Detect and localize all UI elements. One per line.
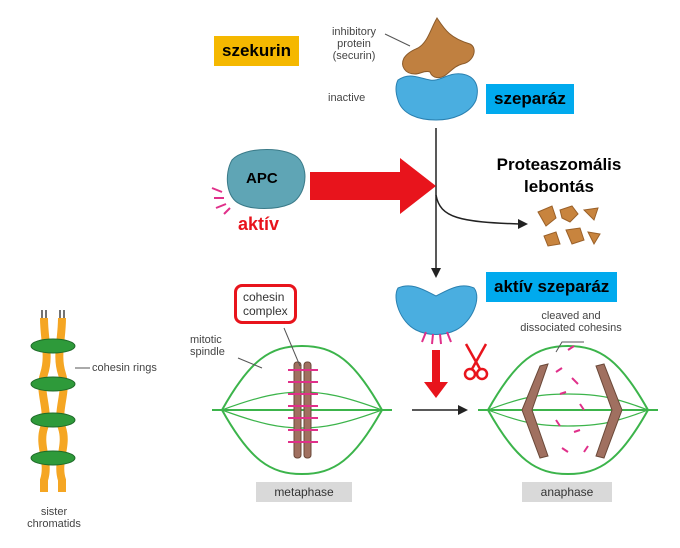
- mitotic-line: mitotic: [190, 334, 222, 346]
- proteasomal-degradation-label: Proteaszomális lebontás: [484, 154, 634, 198]
- chromatids-line: chromatids: [27, 518, 81, 530]
- apc-activity-marks: [211, 187, 231, 215]
- sister-chromatids-label: sister chromatids: [26, 506, 82, 530]
- separase-inactive-shape: [395, 73, 478, 121]
- cohesin-complex-label: cohesin complex: [234, 284, 297, 324]
- sister-chromatids-illustration: [30, 310, 90, 492]
- anaphase-tag: anaphase: [522, 482, 612, 502]
- cohesin-rings-label: cohesin rings: [92, 362, 157, 374]
- securin-line: (securin): [332, 50, 376, 62]
- anaphase-cell: [478, 341, 658, 476]
- apc-shape: [226, 149, 306, 209]
- cohesin-line: cohesin: [243, 290, 285, 304]
- apc-label: APC: [246, 170, 278, 187]
- cleaved-cohesins-label: cleaved and dissociated cohesins: [506, 310, 636, 334]
- metaphase-tag: metaphase: [256, 482, 352, 502]
- inhibitory-protein-label: inhibitory protein (securin): [318, 26, 390, 62]
- red-arrow-horizontal: [310, 158, 436, 214]
- protein-line: protein: [337, 38, 371, 50]
- securin-label-hu: szekurin: [214, 36, 299, 66]
- mitotic-spindle-label: mitotic spindle: [190, 334, 225, 358]
- securin-fragments: [537, 205, 601, 247]
- active-separase-label-hu: aktív szeparáz: [486, 272, 618, 302]
- inhibitory-line: inhibitory: [331, 26, 377, 38]
- spindle-line: spindle: [190, 346, 225, 358]
- separase-label-hu: szeparáz: [486, 84, 574, 114]
- sister-line: sister: [40, 506, 68, 518]
- cleaved-line: cleaved and: [541, 310, 601, 322]
- metaphase-cell: [212, 327, 392, 476]
- red-arrow-down: [424, 382, 448, 398]
- active-label-hu: aktív: [238, 214, 280, 234]
- inactive-label: inactive: [328, 92, 366, 104]
- separase-active-shape: [395, 285, 478, 335]
- separase-activity-marks: [421, 331, 452, 345]
- complex-line: complex: [243, 304, 288, 318]
- dissociated-line: dissociated cohesins: [520, 322, 622, 334]
- proteasomal-line-2: lebontás: [524, 177, 594, 196]
- securin-shape: [402, 17, 475, 79]
- proteasomal-line-1: Proteaszomális: [496, 155, 622, 174]
- scissors-icon: [463, 343, 489, 381]
